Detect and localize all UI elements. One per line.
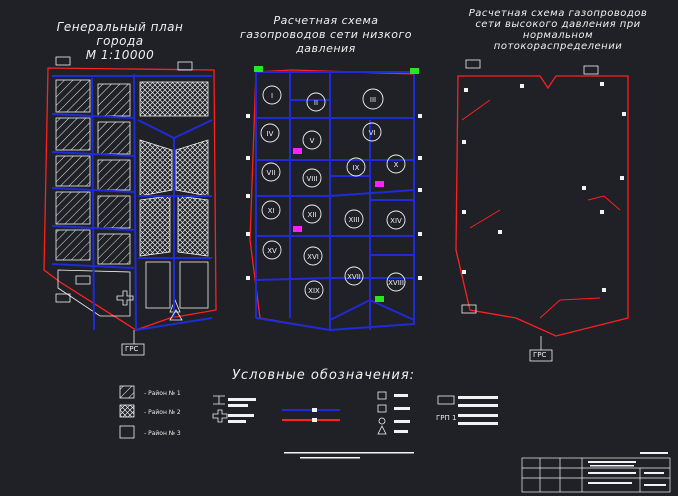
district-circles bbox=[260, 85, 406, 300]
numeral-6: VI bbox=[369, 129, 376, 137]
numeral-13: XIII bbox=[349, 216, 360, 224]
district1-blocks bbox=[55, 79, 131, 265]
grp-marker-magenta-1 bbox=[293, 148, 302, 154]
numeral-18: XVIII bbox=[388, 279, 404, 287]
numeral-9: IX bbox=[353, 164, 360, 172]
legend-district3: - Район № 3 bbox=[144, 430, 181, 437]
general-plan-streets bbox=[51, 73, 213, 331]
numeral-15: XV bbox=[267, 247, 277, 255]
legend-text-bars bbox=[228, 394, 498, 433]
low-pressure-nodes bbox=[246, 114, 422, 280]
legend-district2: - Район № 2 bbox=[144, 409, 181, 416]
numeral-17: XVII bbox=[347, 273, 361, 281]
district3-blocks bbox=[57, 261, 209, 317]
numeral-3: III bbox=[370, 96, 376, 104]
numeral-14: XIV bbox=[390, 217, 402, 225]
notes-text-bars bbox=[284, 452, 414, 459]
grp-marker-green-1 bbox=[254, 66, 263, 72]
grs-label-left: ГРС bbox=[125, 345, 139, 353]
numeral-19: XIX bbox=[308, 287, 320, 295]
low-pressure-network bbox=[255, 71, 415, 332]
numeral-10: X bbox=[394, 161, 399, 169]
high-pressure-nodes bbox=[462, 82, 626, 292]
grp-marker-green-3 bbox=[375, 296, 384, 302]
low-pressure-title: Расчетная схема газопроводов сети низког… bbox=[226, 14, 426, 56]
low-pressure-scheme: I II III IV V VI VII VIII IX X XI XII XI… bbox=[246, 66, 422, 332]
numeral-5: V bbox=[310, 137, 315, 145]
district-numerals: I II III IV V VI VII VIII IX X XI XII XI… bbox=[267, 92, 404, 295]
general-plan-title-text: Генеральный план города М 1:10000 bbox=[56, 20, 184, 62]
numeral-1: I bbox=[271, 92, 273, 100]
title-block bbox=[521, 457, 671, 493]
high-pressure-title-text: Расчетная схема газопроводов сети высоко… bbox=[468, 8, 648, 52]
legend-district1: - Район № 1 bbox=[144, 390, 181, 397]
legend-symbols bbox=[119, 385, 455, 439]
grp-marker-green-2 bbox=[410, 68, 419, 74]
numeral-12: XII bbox=[308, 211, 317, 219]
grp-marker-magenta-3 bbox=[293, 226, 302, 232]
low-pressure-title-text: Расчетная схема газопроводов сети низког… bbox=[240, 14, 412, 55]
high-pressure-title: Расчетная схема газопроводов сети высоко… bbox=[448, 8, 668, 52]
high-pressure-scheme bbox=[455, 59, 629, 362]
numeral-7: VII bbox=[267, 169, 276, 177]
grp-marker-magenta-2 bbox=[375, 181, 384, 187]
numeral-4: IV bbox=[267, 130, 274, 138]
general-plan bbox=[43, 56, 217, 356]
numeral-2: II bbox=[314, 99, 318, 107]
grs-label-right: ГРС bbox=[533, 351, 547, 359]
general-plan-title: Генеральный план города М 1:10000 bbox=[50, 20, 190, 62]
numeral-16: XVI bbox=[307, 253, 319, 261]
title-block-text-bars bbox=[588, 452, 668, 486]
numeral-11: XI bbox=[268, 207, 275, 215]
legend-title: Условные обозначения: bbox=[232, 368, 416, 383]
legend-grp1: ГРП 1 bbox=[436, 414, 457, 422]
district2-blocks bbox=[139, 81, 209, 257]
numeral-8: VIII bbox=[307, 175, 318, 183]
